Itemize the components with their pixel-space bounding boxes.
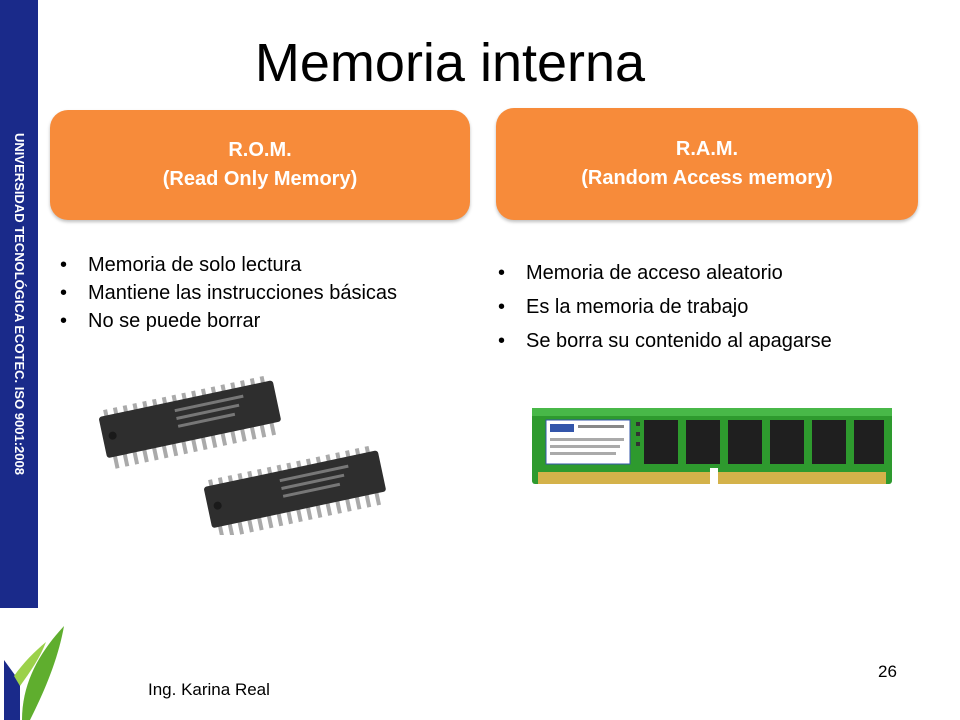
page-number: 26 — [878, 662, 897, 681]
ram-bullet-list: Memoria de acceso aleatorio Es la memori… — [496, 256, 832, 358]
rom-chip-top — [99, 375, 281, 469]
rom-bullet: Mantiene las instrucciones básicas — [58, 279, 397, 307]
ram-module-image — [532, 408, 892, 486]
ram-heading-abbrev: R.A.M. — [675, 138, 739, 160]
rom-heading-abbrev: R.O.M. — [228, 139, 292, 161]
author-name: Ing. Karina Real — [148, 680, 270, 699]
ram-bullet: Es la memoria de trabajo — [496, 290, 832, 324]
university-logo-icon — [4, 626, 64, 720]
university-sidebar: UNIVERSIDAD TECNOLÓGICA ECOTEC. ISO 9001… — [0, 0, 38, 608]
ram-bullet: Memoria de acceso aleatorio — [496, 256, 832, 290]
rom-chips-image — [99, 375, 386, 535]
rom-bullet: Memoria de solo lectura — [58, 251, 397, 279]
rom-chip-bottom — [204, 445, 386, 535]
ram-heading-box: R.A.M. (Random Access memory) — [496, 108, 918, 220]
university-name: UNIVERSIDAD TECNOLÓGICA ECOTEC. ISO 9001… — [12, 133, 27, 475]
rom-bullet: No se puede borrar — [58, 307, 397, 335]
ram-bullet: Se borra su contenido al apagarse — [496, 324, 832, 358]
slide-title: Memoria interna — [254, 33, 646, 93]
rom-heading-box: R.O.M. (Read Only Memory) — [50, 110, 470, 220]
rom-heading-full: (Read Only Memory) — [162, 168, 358, 190]
ram-heading-full: (Random Access memory) — [581, 167, 833, 189]
rom-bullet-list: Memoria de solo lectura Mantiene las ins… — [58, 251, 397, 335]
